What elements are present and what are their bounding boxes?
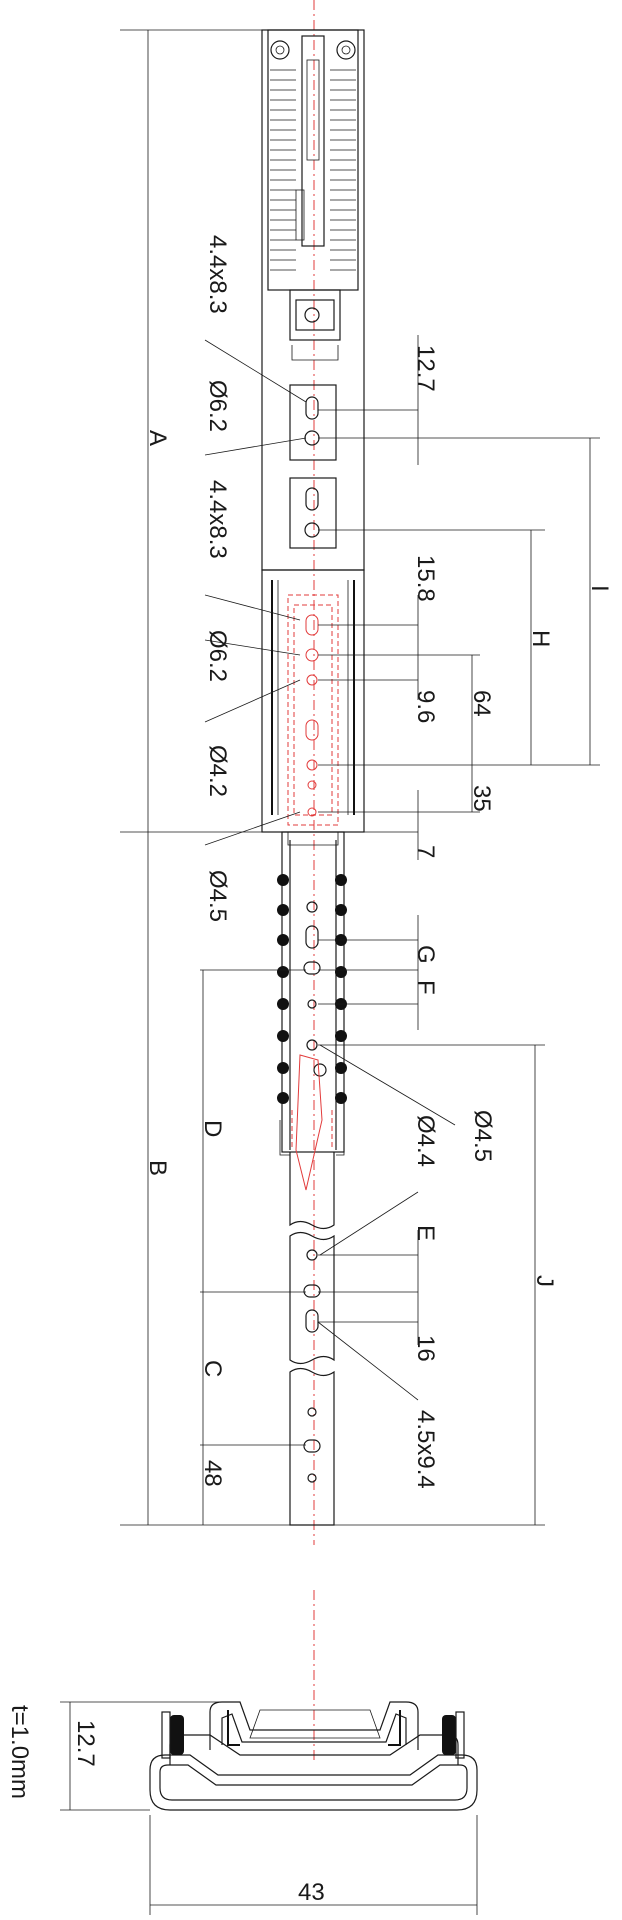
label-C: C (199, 1360, 226, 1377)
cross-section: 12.7 t=1.0mm 43 (6, 1590, 478, 1915)
label-E: E (412, 1225, 439, 1241)
label-slot1: 4.4x8.3 (204, 235, 231, 314)
label-9-6: 9.6 (412, 690, 439, 723)
rear-bracket (261, 29, 365, 571)
outer-rail (261, 569, 365, 833)
label-slot3: 4.5x9.4 (412, 1410, 439, 1489)
label-64: 64 (468, 690, 495, 717)
label-A: A (144, 430, 171, 446)
label-hole3: Ø4.2 (204, 745, 231, 797)
label-slot2: 4.4x8.3 (204, 480, 231, 559)
label-hole2: Ø6.2 (204, 630, 231, 682)
label-F: F (412, 980, 439, 995)
label-12-7-top: 12.7 (412, 345, 439, 392)
label-width-43: 43 (298, 1879, 325, 1906)
label-15-8: 15.8 (412, 555, 439, 602)
leader-lines (204, 339, 456, 1401)
label-I: I (586, 585, 613, 592)
label-48: 48 (199, 1460, 226, 1487)
label-G: G (412, 945, 439, 964)
label-7: 7 (412, 845, 439, 858)
label-thickness: t=1.0mm (6, 1705, 33, 1799)
label-section-12-7: 12.7 (72, 1720, 99, 1767)
label-hole6: Ø4.4 (412, 1115, 439, 1167)
label-hole1: Ø6.2 (204, 380, 231, 432)
inner-rail (277, 831, 347, 1191)
label-J: J (531, 1275, 558, 1287)
inner-rail-lower (289, 1152, 335, 1526)
label-B: B (144, 1160, 171, 1176)
dimension-labels: A B D C 48 4.4x8.3 Ø6.2 4.4x8.3 Ø6.2 Ø4.… (144, 235, 613, 1489)
extension-lines (120, 29, 600, 1526)
label-H: H (527, 630, 554, 647)
label-D: D (199, 1120, 226, 1137)
dimension-lines (147, 30, 591, 1525)
label-hole4: Ø4.5 (204, 870, 231, 922)
label-hole5: Ø4.5 (469, 1110, 496, 1162)
label-35: 35 (468, 785, 495, 812)
label-16: 16 (412, 1335, 439, 1362)
